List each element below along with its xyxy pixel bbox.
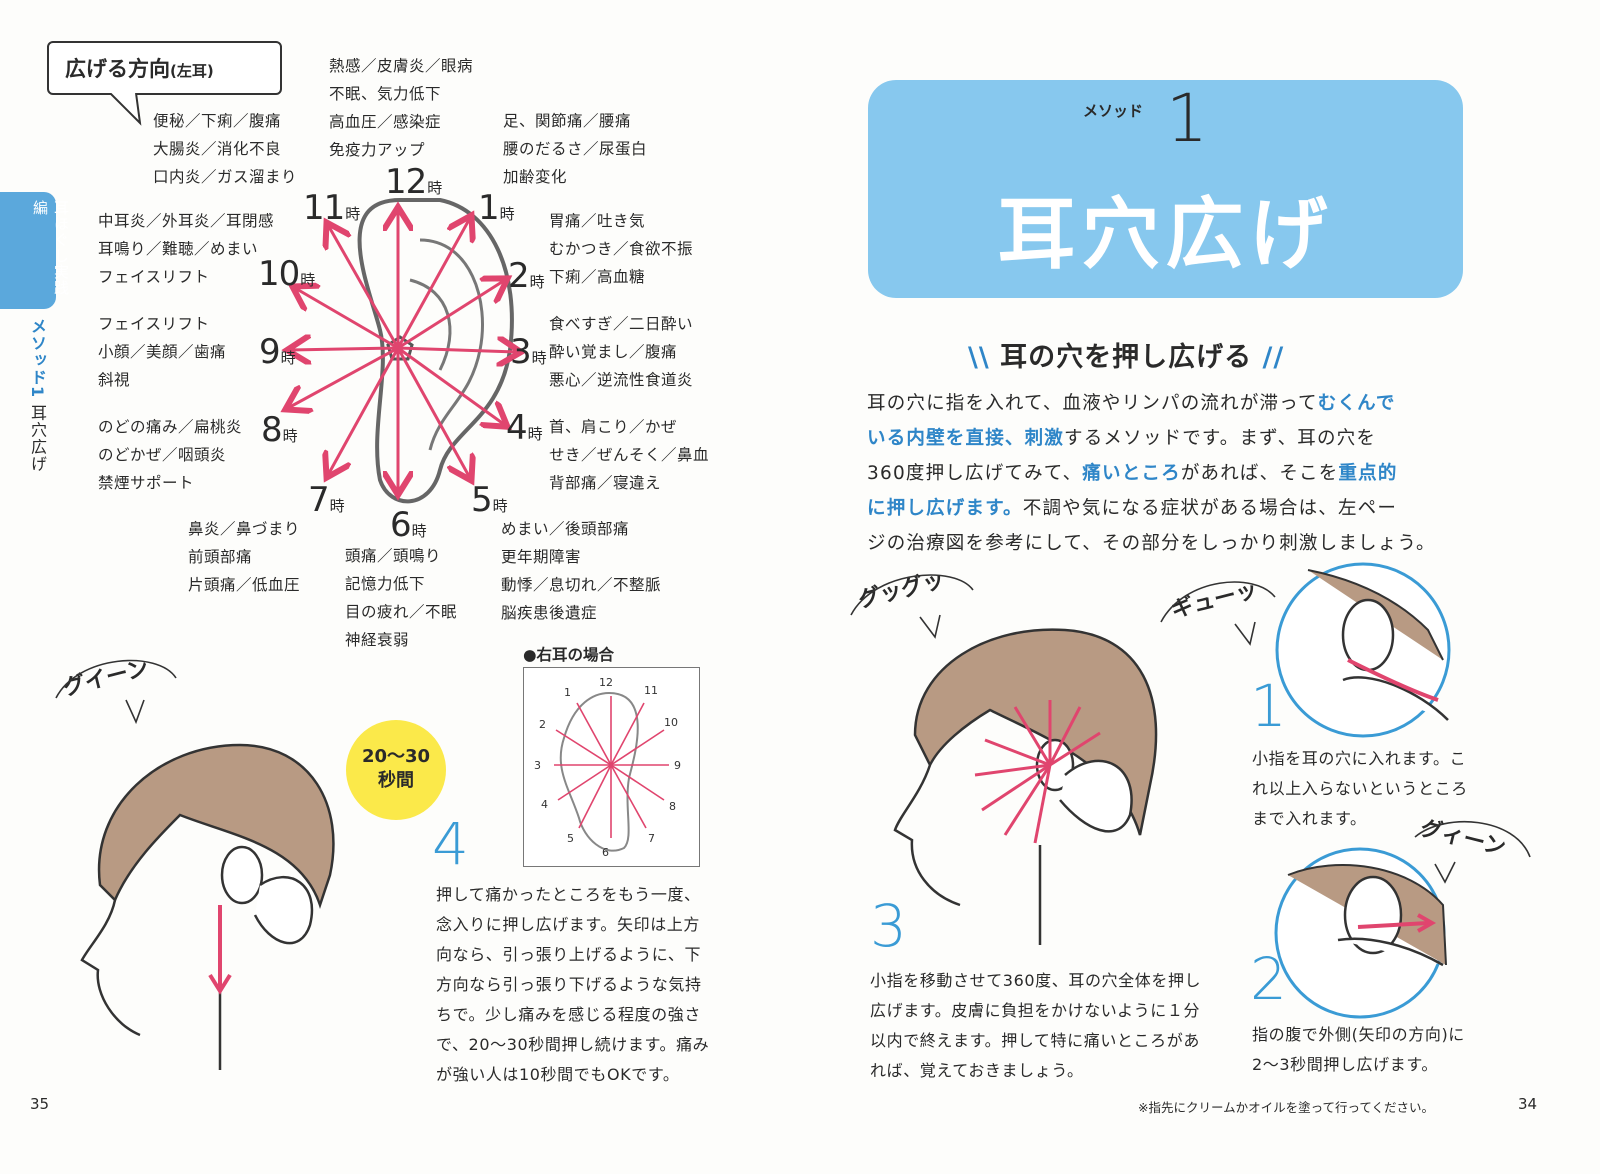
step3-text: 小指を移動させて360度、耳の穴全体を押し広げます。皮膚に負担をかけないように１… [870, 971, 1202, 1080]
banner-method-number: 1 [1166, 80, 1208, 157]
symptoms-10: 中耳炎／外耳炎／耳閉感耳鳴り／難聴／めまいフェイスリフト [98, 212, 275, 286]
mini-h4: 4 [541, 798, 548, 811]
intro-paragraph: 耳の穴に指を入れて、血液やリンパの流れが滞ってむくんで いる内壁を直接、刺激する… [867, 393, 1436, 554]
hour-1: 1時 [478, 188, 515, 228]
step2-number: 2 [1250, 945, 1287, 1013]
mini-h6: 6 [602, 846, 609, 859]
badge-line2: 秒間 [378, 770, 414, 791]
banner-method-label: メソッド [1083, 102, 1144, 120]
hour-2: 2時 [508, 256, 545, 296]
symptoms-8: のどの痛み／扁桃炎のどかぜ／咽頭炎禁煙サポート [98, 418, 243, 492]
symptoms-3: 食べすぎ／二日酔い酔い覚まし／腹痛悪心／逆流性食道炎 [549, 315, 694, 389]
mini-diagram: 12 11 1 10 2 9 3 8 4 7 5 6 [523, 667, 700, 867]
direction-callout: 広げる方向(左耳) [47, 41, 282, 95]
symptoms-11: 便秘／下痢／腹痛大腸炎／消化不良口内炎／ガス溜まり [153, 112, 298, 186]
mini-h3: 3 [534, 759, 541, 772]
head-illustration-left [80, 743, 335, 1070]
mini-h12: 12 [599, 676, 613, 689]
callout-tail [109, 93, 142, 126]
head-illustration-right [893, 628, 1158, 945]
subheading: \\ 耳の穴を押し広げる // [968, 335, 1284, 374]
step1-number: 1 [1250, 672, 1287, 740]
duration-badge: 20〜30 秒間 [346, 720, 446, 820]
step1-text: 小指を耳の穴に入れます。これ以上入らないというところまで入れます。 [1252, 749, 1468, 828]
direction-arrows [250, 170, 550, 530]
side-method: メソッド1 耳穴広げ [25, 318, 49, 472]
symptoms-4: 首、肩こり／かぜせき／ぜんそく／鼻血背部痛／寝違え [549, 418, 710, 492]
banner-title: 耳穴広げ [997, 190, 1334, 280]
hour-9: 9時 [259, 332, 296, 372]
side-method-label: メソッド1 [28, 318, 47, 399]
side-tab: 耳ほぐし実践編 [0, 192, 70, 309]
subhead-text: 耳の穴を押し広げる [1000, 342, 1253, 373]
callout-sub: (左耳) [170, 62, 214, 80]
hour-12: 12時 [385, 162, 442, 202]
subhead-right-mark: // [1262, 342, 1285, 373]
symptoms-5: めまい／後頭部痛更年期障害動悸／息切れ／不整脈脳疾患後遺症 [501, 520, 662, 622]
symptoms-7: 鼻炎／鼻づまり前頭部痛片頭痛／低血圧 [188, 520, 301, 594]
step2-circle [1274, 847, 1447, 1019]
symptoms-12: 熱感／皮膚炎／眼病不眠、気力低下高血圧／感染症免疫力アップ [329, 57, 474, 159]
symptoms-1: 足、関節痛／腰痛腰のだるさ／尿蛋白加齢変化 [503, 112, 648, 186]
mini-h8: 8 [669, 800, 676, 813]
hour-7: 7時 [308, 480, 345, 520]
speech-arc-left [55, 659, 177, 725]
footnote: ※指先にクリームかオイルを塗って行ってください。 [1138, 1100, 1434, 1115]
mini-h9: 9 [674, 759, 681, 772]
mini-h1: 1 [564, 686, 571, 699]
page-number-right: 34 [1518, 1095, 1538, 1113]
step1-circle [1275, 562, 1451, 738]
mini-h2: 2 [539, 718, 546, 731]
mini-h5: 5 [567, 832, 574, 845]
hour-10: 10時 [258, 254, 315, 294]
badge-line1: 20〜30 [361, 746, 431, 767]
step3-number: 3 [870, 892, 907, 960]
hour-5: 5時 [471, 480, 508, 520]
step4-number: 4 [432, 810, 469, 878]
hour-11: 11時 [303, 188, 360, 228]
page-number-left: 35 [30, 1095, 50, 1113]
symptoms-9: フェイスリフト小顔／美顔／歯痛斜視 [98, 315, 227, 389]
hour-3: 3時 [510, 332, 547, 372]
mini-h11: 11 [644, 684, 658, 697]
callout-title: 広げる方向 [65, 57, 170, 81]
symptoms-2: 胃痛／吐き気むかつき／食欲不振下痢／高血糖 [549, 212, 694, 286]
step4-text: 押して痛かったところをもう一度、念入りに押し広げます。矢印は上方向なら、引っ張り… [436, 885, 710, 1084]
hour-8: 8時 [261, 410, 298, 450]
side-method-name: 耳穴広げ [28, 404, 47, 473]
mini-diagram-title: ●右耳の場合 [523, 646, 615, 664]
method-banner: メソッド 1 耳穴広げ [868, 80, 1463, 298]
speech-arc-gyuu [1160, 581, 1276, 646]
subhead-left-mark: \\ [968, 342, 990, 373]
speech-arc-guiin [1414, 820, 1531, 884]
mini-h7: 7 [648, 832, 655, 845]
side-tab-label: 耳ほぐし実践編 [31, 200, 70, 296]
mini-ear-svg: 12 11 1 10 2 9 3 8 4 7 5 6 [534, 676, 681, 859]
hour-4: 4時 [506, 408, 543, 448]
hour-6: 6時 [390, 505, 427, 545]
mini-h10: 10 [664, 716, 678, 729]
symptoms-6: 頭痛／頭鳴り記憶力低下目の疲れ／不眠神経衰弱 [345, 547, 458, 649]
speech-arc-gugugu [850, 574, 974, 639]
